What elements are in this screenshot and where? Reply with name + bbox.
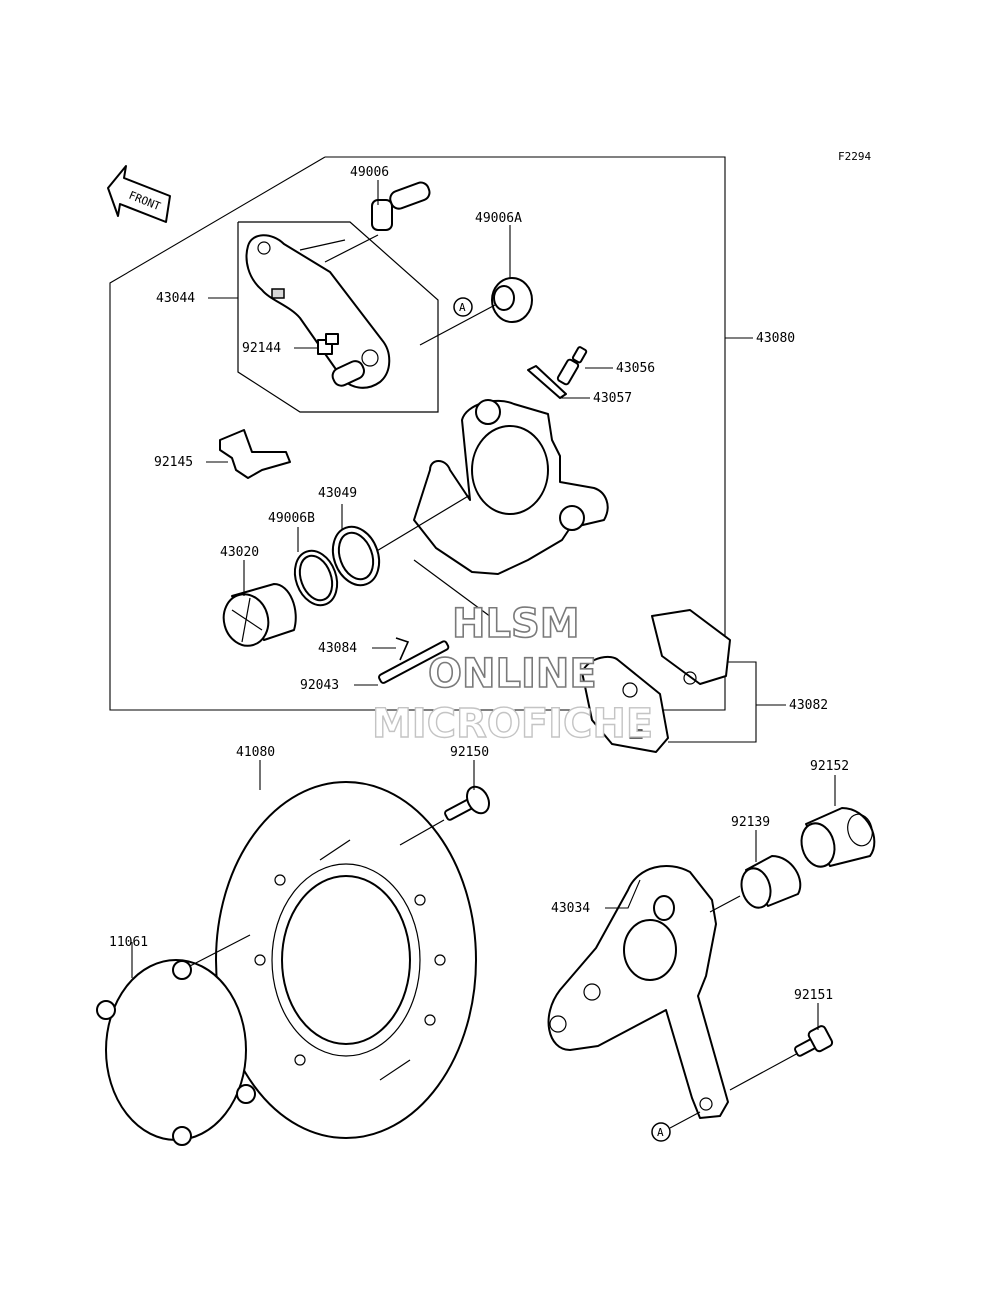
brake-disc-41080	[215, 781, 477, 1139]
label-43020: 43020	[220, 545, 259, 560]
seal-43049	[331, 525, 381, 587]
label-11061: 11061	[109, 935, 148, 950]
watermark-line-1: HLSM	[452, 601, 580, 647]
label-43049: 43049	[318, 486, 357, 501]
gasket-11061	[96, 934, 256, 1146]
clip-92144	[317, 333, 339, 355]
brake-pads-43082	[581, 609, 757, 753]
piston-43020	[222, 583, 297, 647]
label-92145: 92145	[154, 455, 193, 470]
slide-pin-49006	[324, 181, 431, 263]
leader-lines	[131, 180, 836, 1030]
bracket-group-outline	[237, 221, 439, 413]
label-43057: 43057	[593, 391, 632, 406]
label-49006: 49006	[350, 165, 389, 180]
label-92043: 92043	[300, 678, 339, 693]
label-92151: 92151	[794, 988, 833, 1003]
bolt-92150	[399, 785, 491, 846]
clip-43084	[395, 637, 410, 661]
caliper-bracket-43044	[245, 234, 391, 389]
pad-spring-92145	[219, 429, 291, 479]
collar-92139	[740, 855, 802, 909]
figure-code: F2294	[838, 150, 871, 163]
marker-a-bottom: A	[651, 1111, 701, 1142]
label-43084: 43084	[318, 641, 357, 656]
svg-text:A: A	[459, 301, 466, 314]
label-49006B: 49006B	[268, 511, 315, 526]
pin-92043	[378, 640, 450, 684]
watermark: HLSM ONLINE MICROFICHE	[371, 600, 654, 748]
label-92144: 92144	[242, 341, 281, 356]
bleed-valve-43056	[556, 346, 588, 386]
label-43034: 43034	[551, 901, 590, 916]
svg-text:A: A	[657, 1126, 664, 1139]
watermark-line-2: ONLINE	[428, 651, 597, 697]
label-92152: 92152	[810, 759, 849, 774]
label-49006A: 49006A	[475, 211, 522, 226]
bolt-92151	[794, 1025, 834, 1057]
front-arrow-icon: FRONT	[107, 165, 171, 223]
label-41080: 41080	[236, 745, 275, 760]
marker-a-top: A	[453, 297, 473, 317]
label-92150: 92150	[450, 745, 489, 760]
part-labels: 49006 49006A 43044 92144 43080 43056 430…	[109, 165, 849, 1003]
label-43044: 43044	[156, 291, 195, 306]
boot-49006A	[419, 277, 533, 346]
label-43082: 43082	[789, 698, 828, 713]
caliper-assembly-outline	[109, 156, 726, 711]
watermark-line-3: MICROFICHE	[372, 701, 653, 747]
caliper-body	[369, 399, 609, 621]
label-43056: 43056	[616, 361, 655, 376]
caliper-bracket-43034	[547, 865, 801, 1119]
cap-43057	[527, 365, 567, 399]
seal-49006B	[293, 549, 339, 607]
bushing-92152	[800, 807, 876, 868]
label-43080: 43080	[756, 331, 795, 346]
label-92139: 92139	[731, 815, 770, 830]
